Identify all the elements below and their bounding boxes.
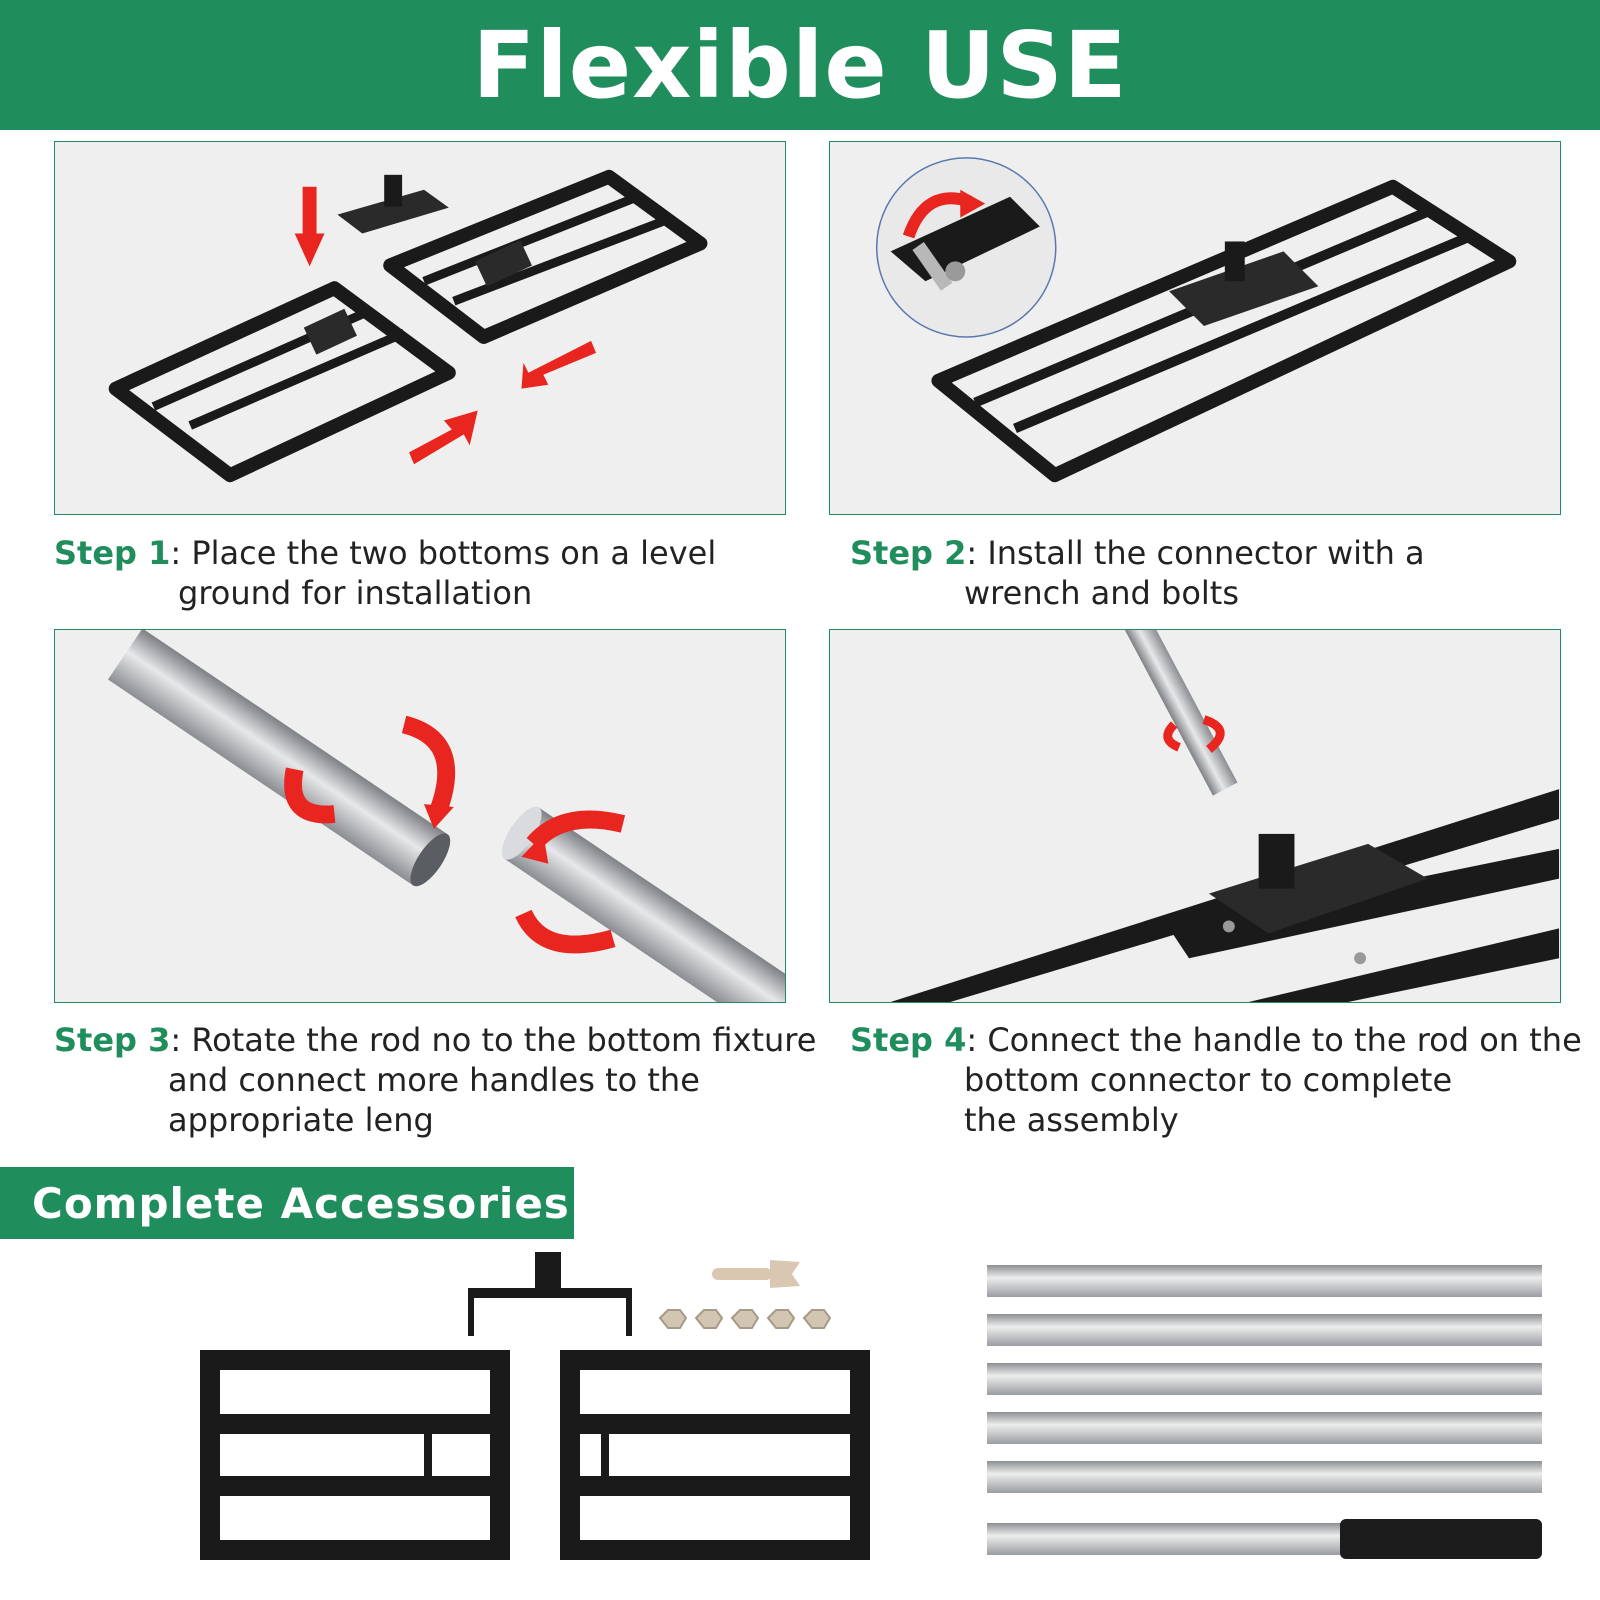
step-3-label: Step 3 (54, 1021, 171, 1059)
step-2-line-1: Install the connector with a (977, 534, 1425, 572)
step-1-illustration (108, 169, 708, 483)
base-frame-left (200, 1350, 510, 1560)
step-3-caption: Step 3: Rotate the rod no to the bottom … (54, 1020, 816, 1140)
step-2-illustration (875, 157, 1517, 483)
page-title: Flexible USE (472, 11, 1128, 119)
step-3-line-1: Rotate the rod no to the bottom fixture (181, 1021, 817, 1059)
step-4-label: Step 4 (850, 1021, 967, 1059)
connector-bracket (468, 1252, 632, 1336)
step-2-label: Step 2 (850, 534, 967, 572)
step-4-line-1: Connect the handle to the rod on the (977, 1021, 1582, 1059)
accessories-banner: Complete Accessories (0, 1167, 574, 1239)
step-4-line-3: the assembly (964, 1101, 1179, 1139)
accessories-title: Complete Accessories (32, 1178, 570, 1228)
step-3-illustration (107, 630, 785, 1002)
step-4-line-2: bottom connector to complete (964, 1061, 1453, 1099)
step-3-line-3: appropriate leng (168, 1101, 434, 1139)
step-2-line-2: wrench and bolts (964, 574, 1240, 612)
step-2-image (829, 141, 1561, 515)
step-4-separator: : (966, 1021, 978, 1059)
step-1-caption: Step 1: Place the two bottoms on a level… (54, 533, 716, 613)
accessories-illustration (200, 1252, 1542, 1560)
step-4-illustration (890, 630, 1560, 1002)
step-1-label: Step 1 (54, 534, 171, 572)
step-2-caption: Step 2: Install the connector with a wre… (850, 533, 1425, 613)
wrench-icon (712, 1260, 800, 1288)
step-4-image (829, 629, 1561, 1003)
step-3-line-2: and connect more handles to the (168, 1061, 700, 1099)
extension-poles (987, 1265, 1542, 1559)
step-1-image (54, 141, 786, 515)
step-3-separator: : (170, 1021, 182, 1059)
step-4-caption: Step 4: Connect the handle to the rod on… (850, 1020, 1582, 1140)
nuts (658, 1309, 832, 1329)
step-1-line-2: ground for installation (178, 574, 533, 612)
step-3-image (54, 629, 786, 1003)
step-1-line-1: Place the two bottoms on a level (181, 534, 717, 572)
header-banner: Flexible USE (0, 0, 1600, 130)
base-frame-right (560, 1350, 870, 1560)
step-1-separator: : (170, 534, 182, 572)
step-2-separator: : (966, 534, 978, 572)
